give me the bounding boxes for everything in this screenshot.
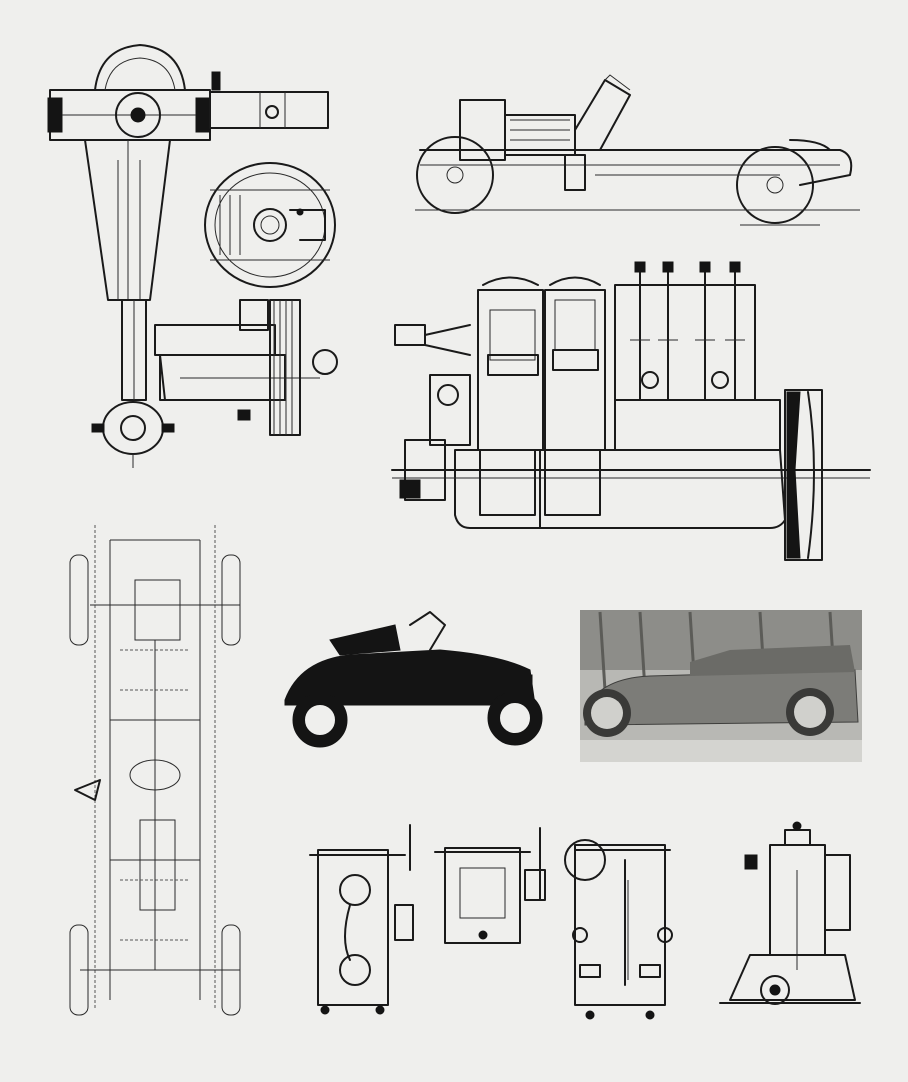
- valve-train: [614, 261, 756, 401]
- touring-car-photograph: [580, 610, 862, 762]
- rear-axle-differential-section: [47, 44, 329, 468]
- gearbox-section-1: [309, 824, 414, 1015]
- chassis-side-elevation: [415, 74, 860, 226]
- gearbox-section-3: [564, 839, 673, 1020]
- gearbox-section-2: [434, 827, 546, 944]
- engine-transverse-section: [719, 821, 861, 1005]
- chassis-plan-view: [69, 525, 241, 1016]
- wheel-hub-face-view: [204, 162, 336, 288]
- brake-assembly-section: [154, 299, 338, 436]
- engine-longitudinal-section: [391, 261, 871, 561]
- roadster-photograph: [284, 611, 543, 748]
